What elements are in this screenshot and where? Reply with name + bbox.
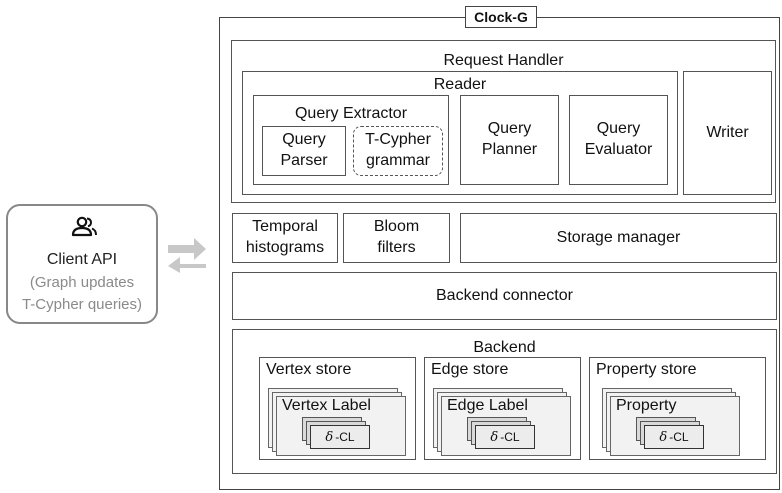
edge-cl-text: -CL — [500, 430, 520, 444]
t-cypher-grammar-line2: grammar — [365, 152, 430, 169]
query-extractor-title: Query Extractor — [294, 105, 408, 122]
vertex-store-title: Vertex store — [266, 361, 352, 378]
client-api-box: Client API (Graph updates T-Cypher queri… — [6, 204, 158, 324]
query-parser-box: Query Parser — [262, 126, 346, 176]
edge-delta-symbol: δ — [490, 429, 499, 445]
query-planner-box: Query Planner — [460, 95, 559, 185]
vertex-label-title: Vertex Label — [282, 397, 371, 414]
query-parser-line1: Query — [282, 131, 326, 149]
bloom-filters-line2: filters — [377, 239, 416, 256]
client-api-line1: (Graph updates — [29, 274, 135, 291]
backend-title: Backend — [473, 339, 536, 356]
vertex-store-box: Vertex store Vertex Label δ-CL — [259, 357, 416, 460]
exchange-arrows-icon — [168, 238, 206, 273]
property-cl-text: -CL — [669, 430, 689, 444]
clock-g-title: Clock-G — [474, 9, 528, 25]
edge-store-box: Edge store Edge Label δ-CL — [424, 357, 581, 460]
property-title: Property — [616, 397, 677, 414]
t-cypher-grammar-line1: T-Cypher — [365, 131, 431, 149]
vertex-delta-symbol: δ — [325, 429, 334, 445]
property-delta-cl: δ-CL — [644, 425, 704, 449]
temporal-histograms-line1: Temporal — [252, 218, 318, 236]
query-evaluator-box: Query Evaluator — [569, 95, 668, 185]
request-handler-title: Request Handler — [443, 52, 564, 69]
edge-delta-cl: δ-CL — [475, 425, 535, 449]
backend-connector-label: Backend connector — [436, 286, 573, 304]
temporal-histograms-line2: histograms — [245, 239, 325, 256]
writer-label: Writer — [706, 123, 749, 141]
users-icon — [71, 216, 97, 237]
bloom-filters-line1: Bloom — [373, 218, 420, 236]
query-evaluator-line1: Query — [596, 120, 641, 138]
property-store-box: Property store Property δ-CL — [589, 357, 766, 460]
query-parser-line2: Parser — [280, 152, 328, 169]
query-evaluator-line2: Evaluator — [584, 141, 653, 158]
bloom-filters-box: Bloom filters — [343, 213, 450, 263]
property-delta-symbol: δ — [659, 429, 668, 445]
query-planner-line1: Query — [487, 120, 532, 138]
backend-connector-box: Backend connector — [232, 272, 777, 320]
edge-label-title: Edge Label — [447, 397, 528, 414]
storage-manager-label: Storage manager — [556, 228, 681, 246]
temporal-histograms-box: Temporal histograms — [232, 213, 338, 263]
property-store-title: Property store — [596, 361, 697, 378]
vertex-delta-cl: δ-CL — [310, 425, 370, 449]
t-cypher-grammar-box: T-Cypher grammar — [353, 126, 443, 176]
query-planner-line2: Planner — [481, 141, 538, 158]
edge-store-title: Edge store — [431, 361, 509, 378]
writer-box: Writer — [683, 71, 772, 195]
client-api-title: Client API — [46, 251, 118, 268]
storage-manager-box: Storage manager — [460, 213, 777, 263]
reader-title: Reader — [433, 76, 487, 93]
vertex-cl-text: -CL — [335, 430, 355, 444]
clock-g-title-box: Clock-G — [465, 6, 537, 28]
client-api-line2: T-Cypher queries) — [21, 296, 143, 313]
